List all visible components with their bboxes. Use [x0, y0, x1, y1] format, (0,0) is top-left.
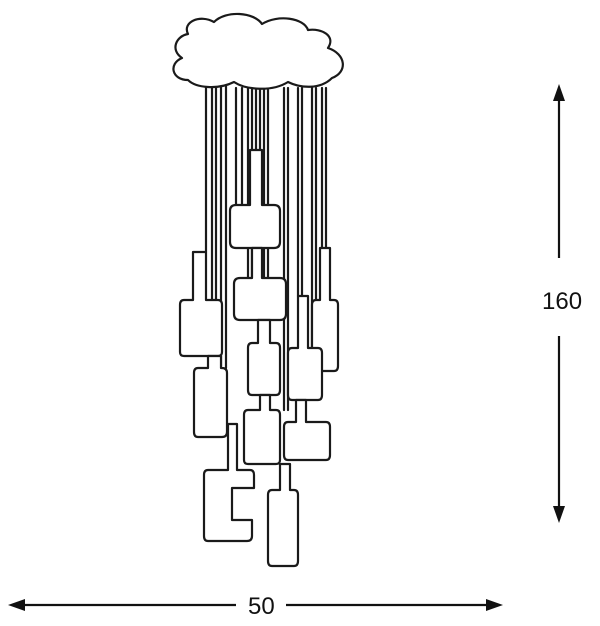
glass-shade [242, 393, 282, 466]
glass-shade [286, 294, 324, 402]
height-dimension: 160 [542, 84, 582, 523]
height-dimension-label: 160 [542, 288, 582, 315]
glass-shade [228, 148, 282, 250]
glass-shade [246, 318, 282, 397]
arrow-up-icon [553, 84, 565, 101]
glass-shade [202, 422, 256, 543]
glass-shades [178, 148, 340, 568]
width-dimension: 50 [8, 593, 503, 620]
width-dimension-label: 50 [248, 593, 275, 620]
glass-shade [310, 246, 340, 373]
glass-shade [232, 246, 288, 322]
arrow-left-icon [8, 599, 25, 611]
arrow-right-icon [486, 599, 503, 611]
glass-shade [266, 462, 300, 568]
glass-shade [192, 354, 229, 439]
glass-shade [282, 398, 332, 462]
ceiling-canopy [172, 12, 344, 90]
arrow-down-icon [553, 506, 565, 523]
